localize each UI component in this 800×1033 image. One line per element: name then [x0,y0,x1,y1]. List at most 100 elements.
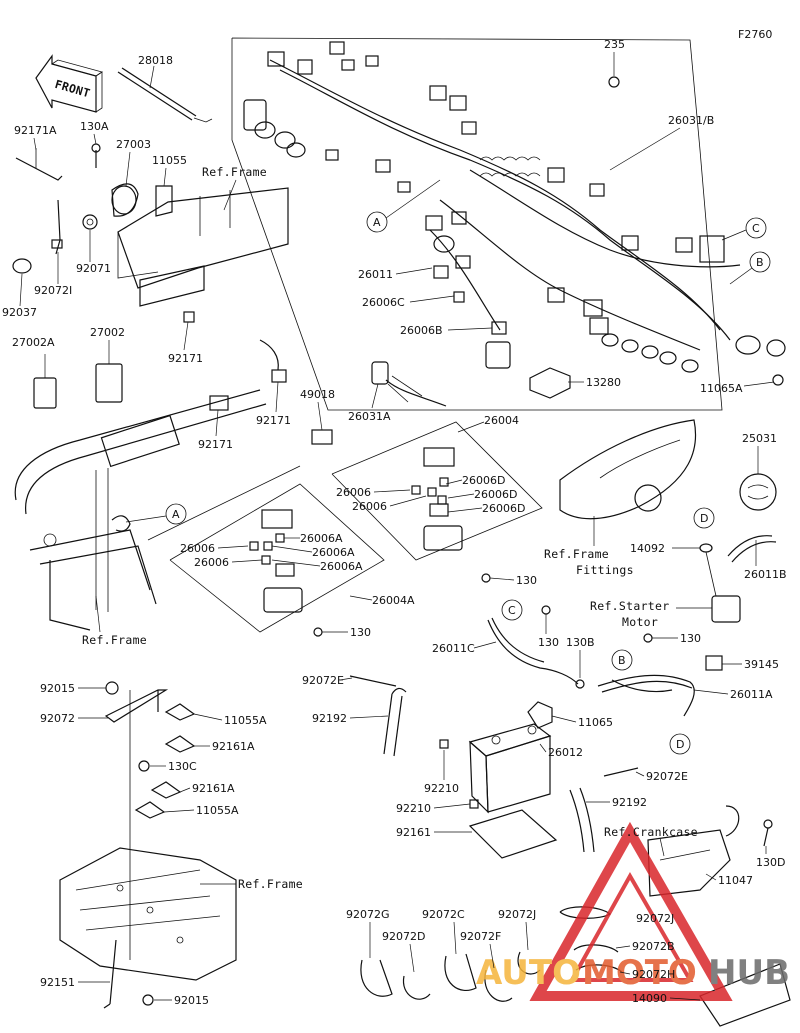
label-92151: 92151 [40,976,75,989]
label-26006c: 26006C [362,296,405,309]
label-92161: 92161 [396,826,431,839]
label-11047: 11047 [718,874,753,887]
label-92072i: 92072I [34,284,72,297]
label-92072a: 92072J [498,908,536,921]
label-11055: 11055 [152,154,187,167]
label-26006-bot2: 26006 [194,556,229,569]
label-13280: 13280 [586,376,621,389]
label-27002a: 27002A [12,336,55,349]
ref-frame-middle: Ref.Frame [82,633,147,647]
watermark-logo: AUTO MOTO HUB [476,821,790,1001]
label-11065: 11065 [578,716,613,729]
label-92015-top: 92015 [40,682,75,695]
label-130b: 130B [566,636,595,649]
callout-d-battery: D [669,733,691,755]
figure-code: F2760 [738,28,772,41]
label-26031a: 26031A [348,410,391,423]
svg-text:C: C [508,604,516,617]
battery-area: C B D [349,599,723,859]
label-26006-bot1: 26006 [180,542,215,555]
label-27002: 27002 [90,326,125,339]
label-130-d: 130 [680,632,701,645]
label-92072g: 92072G [346,908,390,921]
label-11055a-bot: 11055A [196,804,239,817]
label-92210-a: 92210 [424,782,459,795]
middle-frame [14,339,287,631]
svg-text:C: C [752,222,760,235]
label-92072f: 92072F [460,930,501,943]
callout-a-frame: A [125,503,187,525]
label-26006a-2: 26006A [312,546,355,559]
ref-frame-fittings-1: Ref.Frame [544,547,609,561]
svg-text:HUB: HUB [708,953,790,993]
label-92161a-top: 92161A [212,740,255,753]
label-130-a: 130 [516,574,537,587]
label-92015-bot: 92015 [174,994,209,1007]
label-92192-right: 92192 [612,796,647,809]
label-26006d-1: 26006D [462,474,505,487]
svg-text:B: B [618,654,626,667]
ref-starter-motor-1: Ref.Starter [590,599,669,613]
label-92171a: 92171A [14,124,57,137]
label-14090: 14090 [632,992,667,1005]
label-130d: 130D [756,856,785,869]
clamps-bottom [360,906,791,1027]
label-130a: 130A [80,120,109,133]
lower-frame [59,681,237,1009]
label-92192-left: 92192 [312,712,347,725]
label-26006a-1: 26006A [300,532,343,545]
ref-frame-top: Ref.Frame [202,165,267,179]
label-26011b: 26011B [744,568,787,581]
main-harness-panel [231,37,786,411]
label-26006d-3: 26006D [482,502,525,515]
label-11055a-top: 11055A [224,714,267,727]
ref-crankcase: Ref.Crankcase [604,825,698,839]
label-92171-a: 92171 [168,352,203,365]
label-92072c: 92072C [422,908,465,921]
label-25031: 25031 [742,432,777,445]
label-92072: 92072 [40,712,75,725]
label-26006-top1: 26006 [336,486,371,499]
ref-frame-lower: Ref.Frame [238,877,303,891]
label-39145: 39145 [744,658,779,671]
label-92171-b: 92171 [256,414,291,427]
label-130-b: 130 [350,626,371,639]
relay-box-groups [147,361,543,637]
label-92037: 92037 [2,306,37,319]
upper-left-components [12,67,289,323]
label-26006b: 26006B [400,324,443,337]
svg-text:D: D [700,512,708,525]
label-92072d: 92072D [382,930,425,943]
label-26011: 26011 [358,268,393,281]
label-11065a: 11065A [700,382,743,395]
label-92210-b: 92210 [396,802,431,815]
label-92072e-right: 92072E [646,770,688,783]
label-92161a-bot: 92161A [192,782,235,795]
label-92072j: 92072J [636,912,674,925]
label-28018: 28018 [138,54,173,67]
callout-b-battery: B [611,649,633,671]
label-26004a: 26004A [372,594,415,607]
ref-frame-fittings-2: Fittings [576,563,634,577]
front-label: FRONT [53,77,92,100]
svg-text:AUTO: AUTO [476,953,581,993]
label-26006d-2: 26006D [474,488,517,501]
label-26011c: 26011C [432,642,475,655]
label-49018: 49018 [300,388,335,401]
svg-text:A: A [172,508,180,521]
label-130c: 130C [168,760,197,773]
label-26004: 26004 [484,414,519,427]
svg-text:D: D [676,738,684,751]
ref-starter-motor-2: Motor [622,615,658,629]
frame-fittings: D [559,419,777,623]
label-26011a: 26011A [730,688,773,701]
callout-a-harness: A [366,179,441,233]
label-27003: 27003 [116,138,151,151]
label-26012: 26012 [548,746,583,759]
svg-text:MOTO: MOTO [582,953,697,993]
label-26006-top2: 26006 [352,500,387,513]
label-26006a-3: 26006A [320,560,363,573]
front-arrow-icon: FRONT [35,54,103,113]
label-92071: 92071 [76,262,111,275]
